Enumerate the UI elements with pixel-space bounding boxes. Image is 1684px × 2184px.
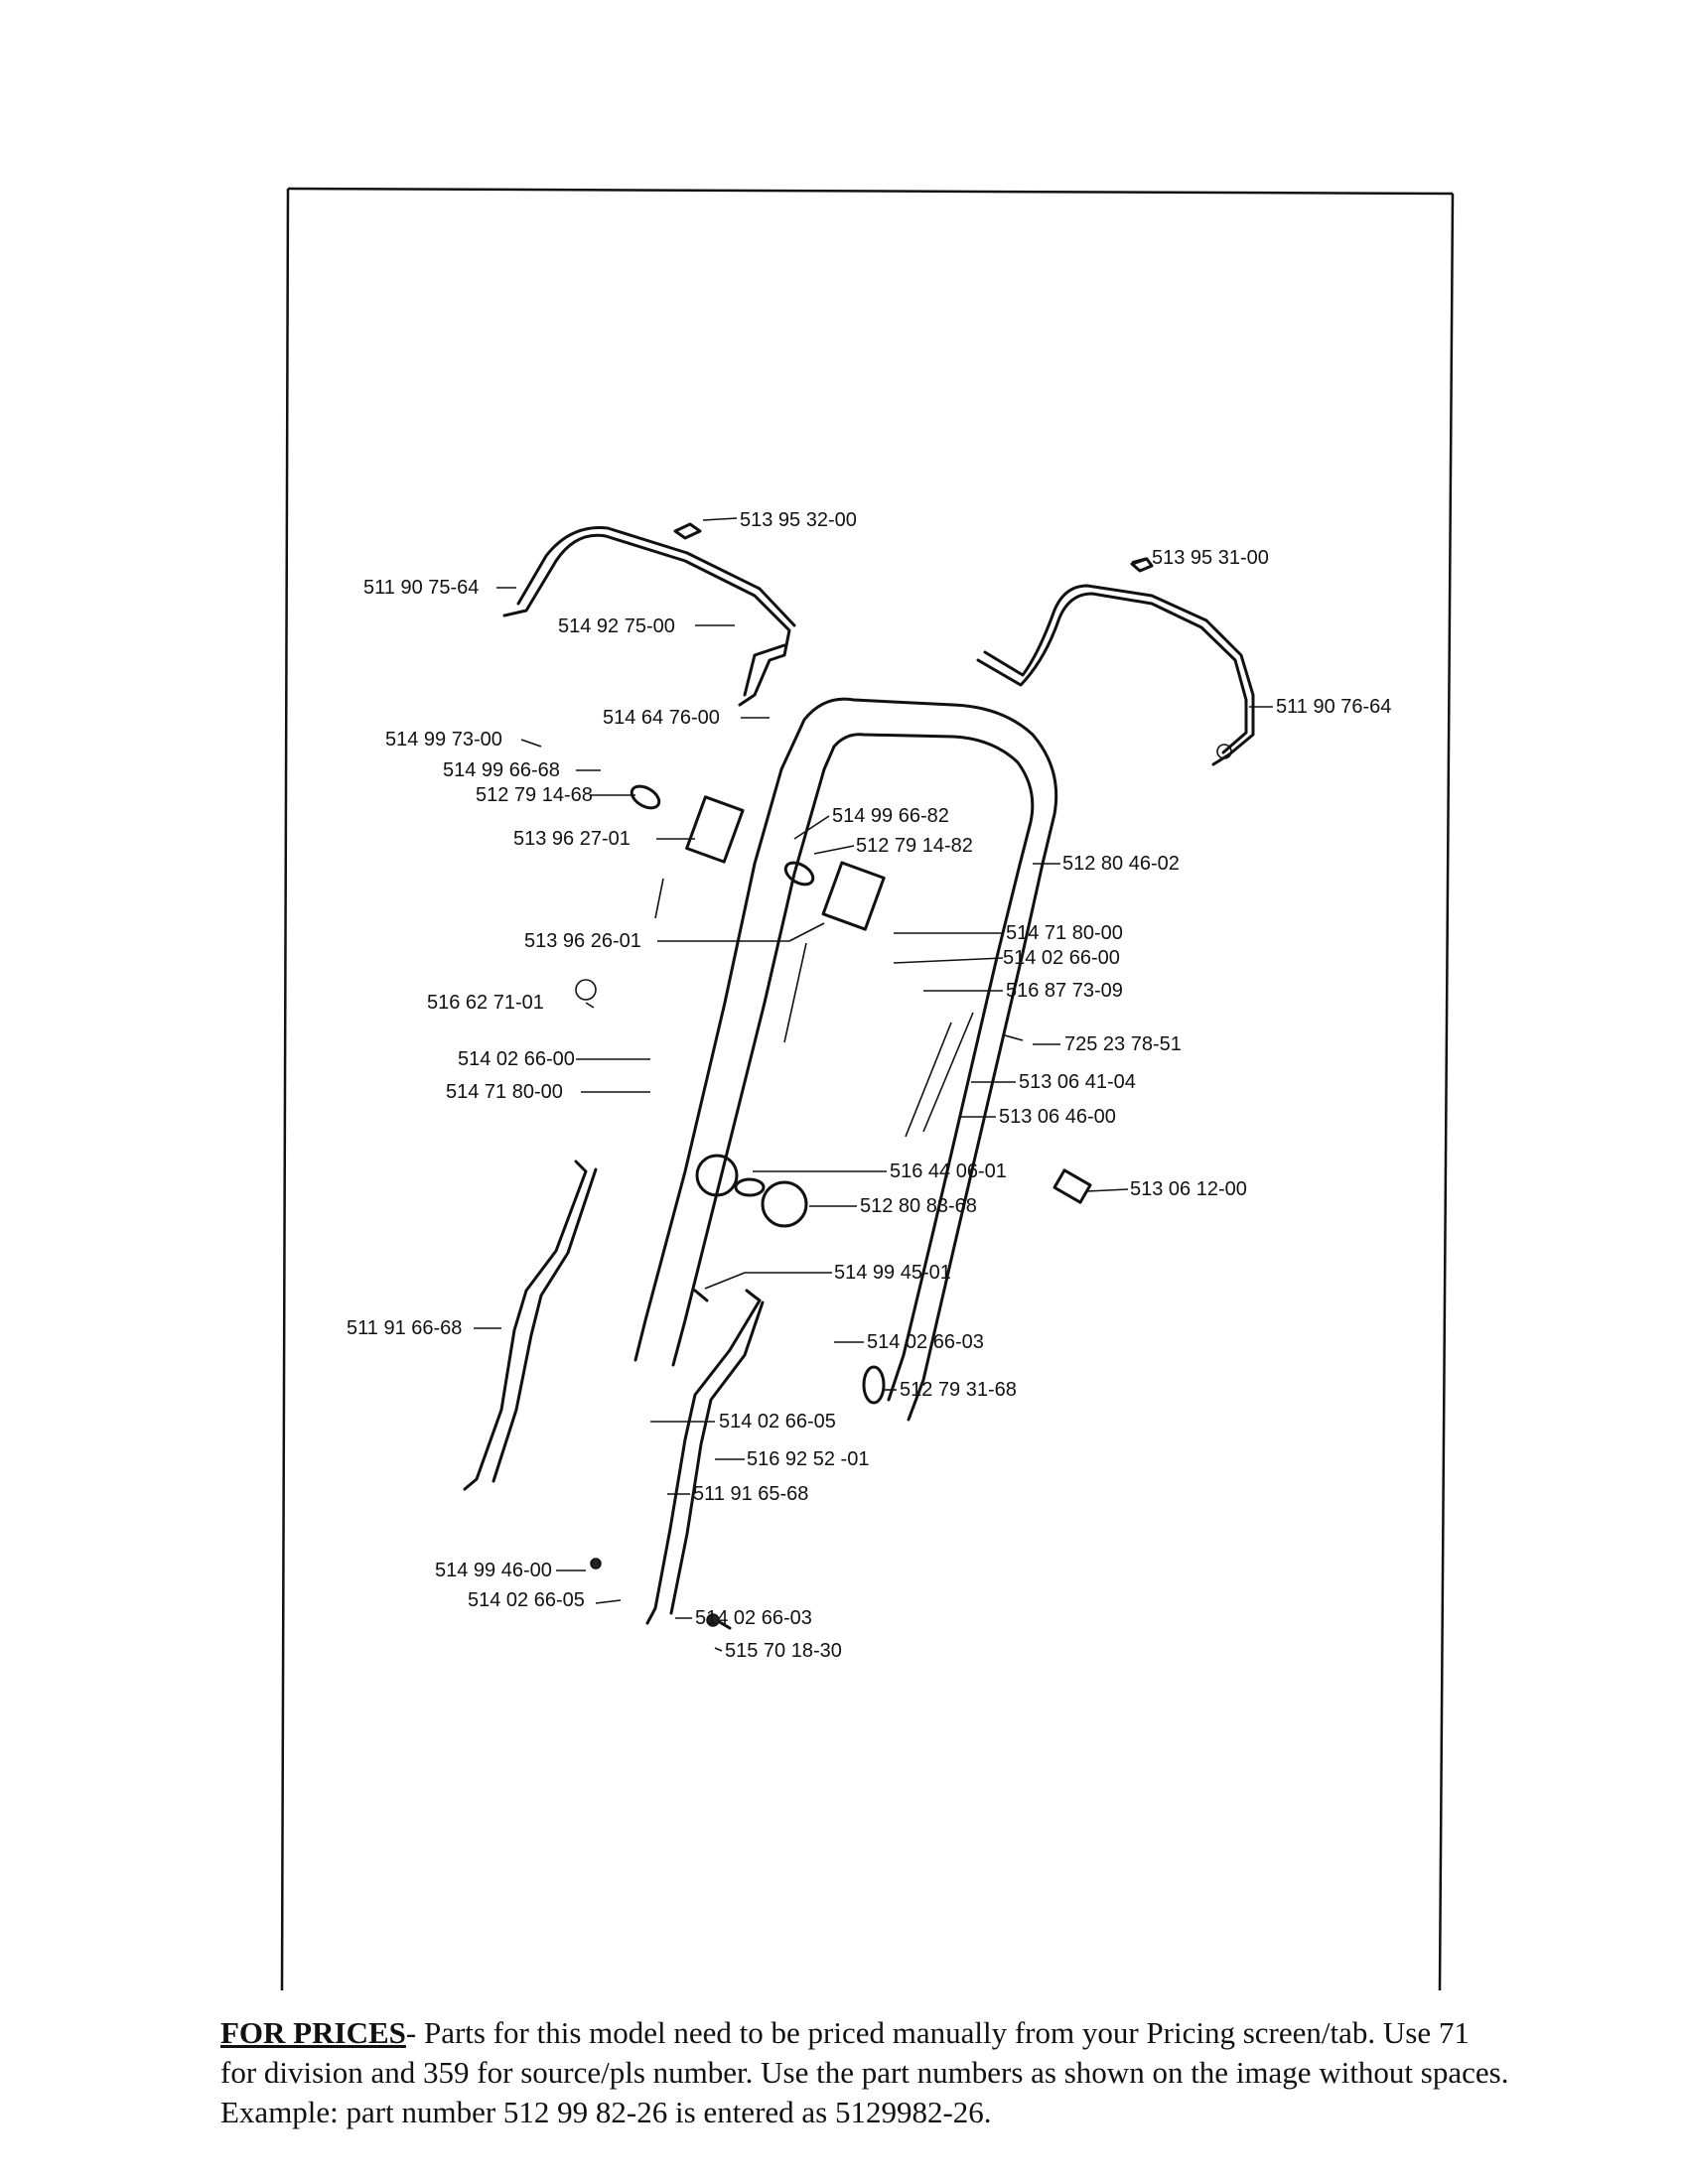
leader-lines: [474, 517, 1273, 1652]
label-514-92-75-00: 514 92 75-00: [558, 615, 675, 637]
main-handle-drawing: [633, 697, 1058, 1422]
label-513-96-26-01: 513 96 26-01: [524, 930, 641, 952]
lower-arm-left-drawing: [463, 1160, 598, 1491]
part-labels: 513 95 32-00 513 95 31-00 511 90 75-64 5…: [347, 509, 1391, 1662]
label-725-23-78-51: 725 23 78-51: [1064, 1033, 1182, 1055]
label-516-44-06-01: 516 44 06-01: [890, 1160, 1007, 1182]
label-512-79-14-82: 512 79 14-82: [856, 835, 973, 857]
label-516-62-71-01: 516 62 71-01: [427, 992, 544, 1014]
label-514-02-66-03-b: 514 02 66-03: [695, 1607, 812, 1629]
pricing-note-text: - Parts for this model need to be priced…: [220, 2015, 1509, 2129]
lower-arm-right-drawing: [645, 1289, 765, 1625]
label-513-95-32-00-top: 513 95 32-00: [740, 509, 857, 531]
label-516-87-73-09: 516 87 73-09: [1006, 980, 1123, 1002]
label-514-71-80-00-left: 514 71 80-00: [446, 1081, 563, 1103]
label-513-95-31-00: 513 95 31-00: [1152, 547, 1269, 569]
label-514-64-76-00: 514 64 76-00: [603, 707, 720, 729]
label-511-91-65-68: 511 91 65-68: [693, 1483, 808, 1505]
label-513-06-46-00: 513 06 46-00: [999, 1106, 1116, 1128]
upper-handle-left-drawing: [502, 522, 796, 707]
label-512-80-83-68: 512 80 83-68: [860, 1195, 977, 1217]
label-514-99-66-82: 514 99 66-82: [832, 805, 949, 827]
small-parts-drawing: [575, 784, 1092, 1630]
label-512-80-46-02: 512 80 46-02: [1062, 853, 1180, 875]
label-514-02-66-05-a: 514 02 66-05: [719, 1411, 836, 1433]
label-514-02-66-05-b: 514 02 66-05: [468, 1589, 585, 1611]
pricing-note-lead: FOR PRICES: [220, 2015, 406, 2050]
label-511-90-75-64: 511 90 75-64: [363, 577, 479, 599]
pricing-note: FOR PRICES- Parts for this model need to…: [220, 2013, 1511, 2132]
label-513-06-12-00: 513 06 12-00: [1130, 1178, 1247, 1200]
label-514-99-46-00: 514 99 46-00: [435, 1560, 552, 1581]
label-513-06-41-04: 513 06 41-04: [1019, 1071, 1136, 1093]
label-514-02-66-00-left: 514 02 66-00: [458, 1048, 575, 1070]
label-511-91-66-68: 511 91 66-68: [347, 1317, 462, 1339]
label-514-02-66-03-a: 514 02 66-03: [867, 1331, 984, 1353]
label-516-92-52-01: 516 92 52 -01: [747, 1448, 869, 1470]
label-512-79-31-68: 512 79 31-68: [900, 1379, 1017, 1401]
label-512-79-14-68: 512 79 14-68: [476, 784, 593, 806]
label-514-99-73-00: 514 99 73-00: [385, 729, 502, 751]
label-514-71-80-00-right: 514 71 80-00: [1006, 922, 1123, 944]
label-513-96-27-01: 513 96 27-01: [513, 828, 631, 850]
label-514-02-66-00-right: 514 02 66-00: [1003, 947, 1120, 969]
label-515-70-18-30: 515 70 18-30: [725, 1640, 842, 1662]
diagram-frame: [280, 187, 1455, 1991]
label-514-99-66-68: 514 99 66-68: [443, 759, 560, 781]
label-511-90-76-64: 511 90 76-64: [1276, 696, 1391, 718]
label-514-99-45-01: 514 99 45-01: [834, 1262, 951, 1284]
upper-handle-right-drawing: [976, 557, 1255, 766]
